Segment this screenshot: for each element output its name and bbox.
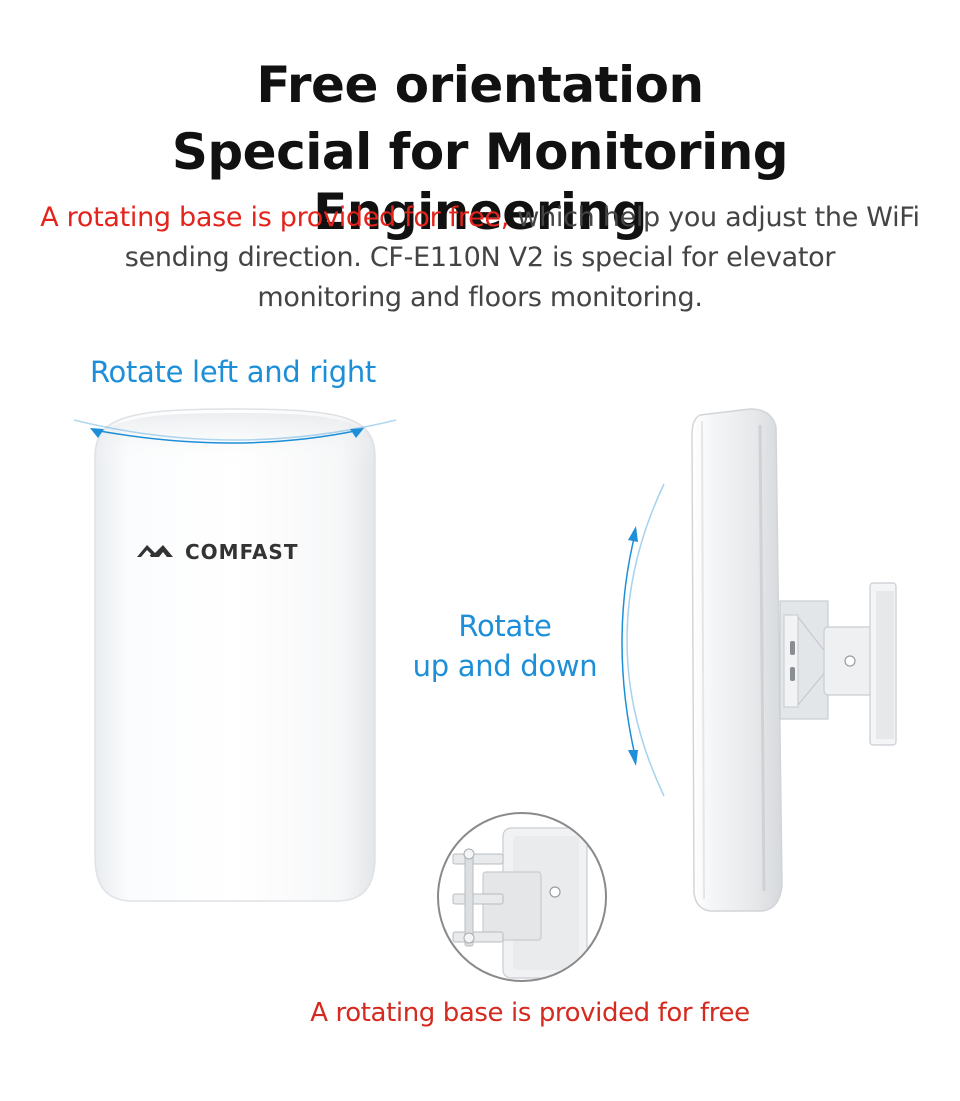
rotating-base-caption: A rotating base is provided for free <box>310 998 750 1028</box>
description-line1-rest: which help you adjust the WiFi <box>509 202 920 233</box>
comfast-logo-icon <box>137 545 173 559</box>
description-line2: sending direction. CF-E110N V2 is specia… <box>124 242 836 273</box>
device-side-image <box>691 408 897 912</box>
rotate-up-down-label-line2: up and down <box>412 649 598 683</box>
description-highlight: A rotating base is provided for free, <box>40 202 509 233</box>
page-title-line2: Special for Monitoring Engineering <box>171 123 789 241</box>
rotating-base-inset <box>437 812 607 982</box>
rotating-base-image <box>452 827 588 979</box>
rotate-up-down-arrow <box>621 483 665 797</box>
page-title-line1: Free orientation <box>256 56 704 114</box>
rotate-left-right-arrow <box>73 419 397 444</box>
rotate-left-right-label: Rotate left and right <box>90 355 376 389</box>
description-line3: monitoring and floors monitoring. <box>257 282 703 313</box>
device-front-image: COMFAST <box>94 408 376 902</box>
comfast-logo: COMFAST <box>137 540 298 564</box>
comfast-logo-text: COMFAST <box>185 540 298 564</box>
description-line1: A rotating base is provided for free, wh… <box>0 198 960 238</box>
rotate-up-down-label: Rotate up and down <box>400 606 610 686</box>
rotate-up-down-label-line1: Rotate <box>458 609 552 643</box>
